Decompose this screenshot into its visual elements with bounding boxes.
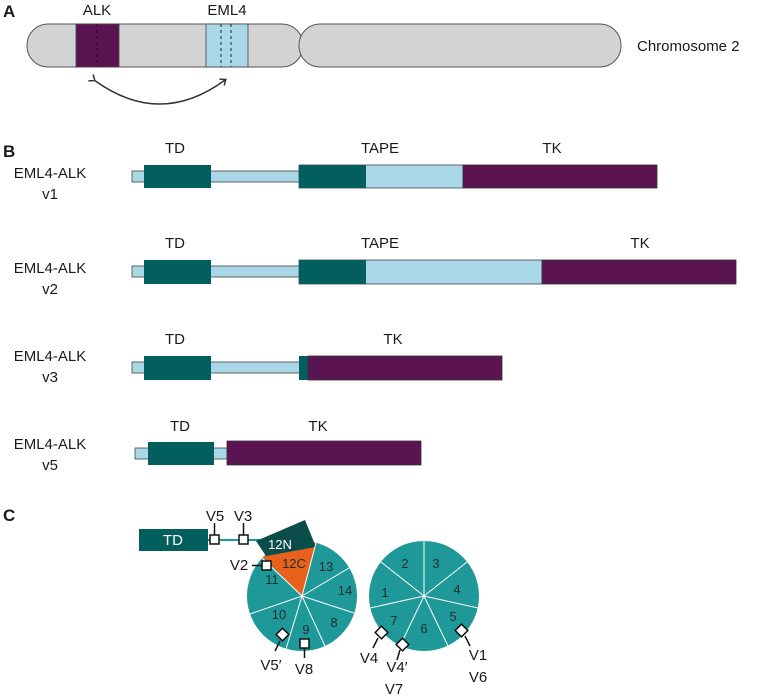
breakpoint-label-v7: V7 <box>385 681 403 698</box>
variant-v1: EML4-ALK v1 TD TAPE TK <box>14 140 658 203</box>
variant-id: v5 <box>42 457 58 474</box>
breakpoint-marker-v5p <box>275 627 290 642</box>
panel-a: A ALK EML4 Chromosome 2 <box>3 2 740 105</box>
propeller-wheel-1: 13 14 8 9 10 11 12N 12C <box>247 520 357 651</box>
blade-number: 14 <box>338 583 352 598</box>
blade-number: 8 <box>330 615 337 630</box>
wheel-2-dividers <box>369 541 479 647</box>
breakpoint-label-v1: V1 <box>469 647 487 664</box>
td-domain <box>144 165 211 188</box>
variant-name: EML4-ALK <box>14 165 87 182</box>
breakpoint-label-v3: V3 <box>234 508 252 525</box>
breakpoint-marker-v8 <box>299 638 310 649</box>
breakpoint-label-v8: V8 <box>295 661 313 678</box>
eml4-label: EML4 <box>207 2 246 19</box>
blade-12n <box>256 520 316 556</box>
variant-v2: EML4-ALK v2 TD TAPE TK <box>14 235 737 298</box>
breakpoint-labels: V5 V3 V2 V5′ V8 V4 V4′ V7 V1 V6 <box>206 508 487 698</box>
td-box-label: TD <box>163 532 183 549</box>
blade-number: 11 <box>265 572 279 587</box>
td-domain <box>144 356 211 380</box>
breakpoint-label-v4p: V4′ <box>386 659 407 676</box>
td-label: TD <box>165 140 185 157</box>
tk-domain <box>541 259 737 285</box>
blade-number: 1 <box>381 585 388 600</box>
blade-number: 7 <box>390 613 397 628</box>
blade-number: 4 <box>453 582 460 597</box>
tk-domain <box>226 440 422 466</box>
variant-v3: EML4-ALK v3 TD TK <box>14 331 503 386</box>
breakpoint-marker-v3 <box>238 534 249 545</box>
variant-id: v1 <box>42 186 58 203</box>
variant-name: EML4-ALK <box>14 260 87 277</box>
tk-label: TK <box>630 235 649 252</box>
breakpoint-label-v5p: V5′ <box>260 657 281 674</box>
propeller-wheel-2: 1 2 3 4 5 6 7 <box>369 541 479 651</box>
tape-dark-segment <box>299 356 309 380</box>
breakpoint-markers <box>209 523 471 661</box>
blade-number: 3 <box>432 556 439 571</box>
marker-tick <box>464 635 471 647</box>
td-label: TD <box>165 235 185 252</box>
td-domain <box>144 260 211 284</box>
wheel-1-dividers <box>249 542 355 650</box>
marker-tick <box>372 637 379 649</box>
chromosome-arm-long <box>298 23 622 68</box>
blade-number: 5 <box>449 609 456 624</box>
panel-c-letter: C <box>3 506 15 525</box>
blade-12c <box>263 541 316 596</box>
blade-12n-label: 12N <box>268 537 292 552</box>
tk-label: TK <box>383 331 402 348</box>
td-box <box>139 529 208 551</box>
breakpoint-label-v2: V2 <box>230 557 248 574</box>
eml4-gene-band <box>205 23 249 68</box>
variant-id: v3 <box>42 369 58 386</box>
chromosome-label: Chromosome 2 <box>637 38 740 55</box>
breakpoint-marker-v5 <box>209 534 220 545</box>
blade-number: 9 <box>302 622 309 637</box>
tape-dark-segment <box>299 165 366 188</box>
alk-label: ALK <box>83 2 111 19</box>
td-label: TD <box>165 331 185 348</box>
tk-label: TK <box>542 140 561 157</box>
variant-v5: EML4-ALK v5 TD TK <box>14 418 422 474</box>
panel-b-letter: B <box>3 142 15 161</box>
panel-c: C TD 13 14 8 9 10 11 12N <box>3 506 487 698</box>
breakpoint-marker-v4 <box>374 625 389 640</box>
blade-number: 6 <box>420 621 427 636</box>
breakpoint-label-v5: V5 <box>206 508 224 525</box>
tape-dark-segment <box>299 260 366 284</box>
blade-number: 13 <box>319 559 333 574</box>
breakpoint-marker-v2 <box>261 560 272 571</box>
chromosome-arm-short <box>26 23 304 68</box>
breakpoint-marker-v4p <box>395 637 410 652</box>
blade-number: 10 <box>272 607 286 622</box>
variant-name: EML4-ALK <box>14 348 87 365</box>
tk-domain <box>307 355 503 381</box>
tape-label: TAPE <box>361 235 399 252</box>
variant-name: EML4-ALK <box>14 436 87 453</box>
td-domain <box>148 442 214 465</box>
td-label: TD <box>170 418 190 435</box>
blade-12c-label: 12C <box>282 556 306 571</box>
panel-a-letter: A <box>3 2 15 21</box>
tape-label: TAPE <box>361 140 399 157</box>
marker-tick <box>396 649 401 661</box>
variant-id: v2 <box>42 281 58 298</box>
breakpoint-marker-v1 <box>454 623 469 638</box>
breakpoint-label-v4: V4 <box>360 650 378 667</box>
panel-b: B EML4-ALK v1 TD TAPE TK EML4-ALK v2 TD … <box>3 140 737 474</box>
blade-number: 2 <box>401 556 408 571</box>
tk-domain <box>462 164 658 189</box>
tk-label: TK <box>308 418 327 435</box>
breakpoint-label-v6: V6 <box>469 669 487 686</box>
marker-tick <box>274 640 281 652</box>
inversion-arrow <box>88 74 227 105</box>
